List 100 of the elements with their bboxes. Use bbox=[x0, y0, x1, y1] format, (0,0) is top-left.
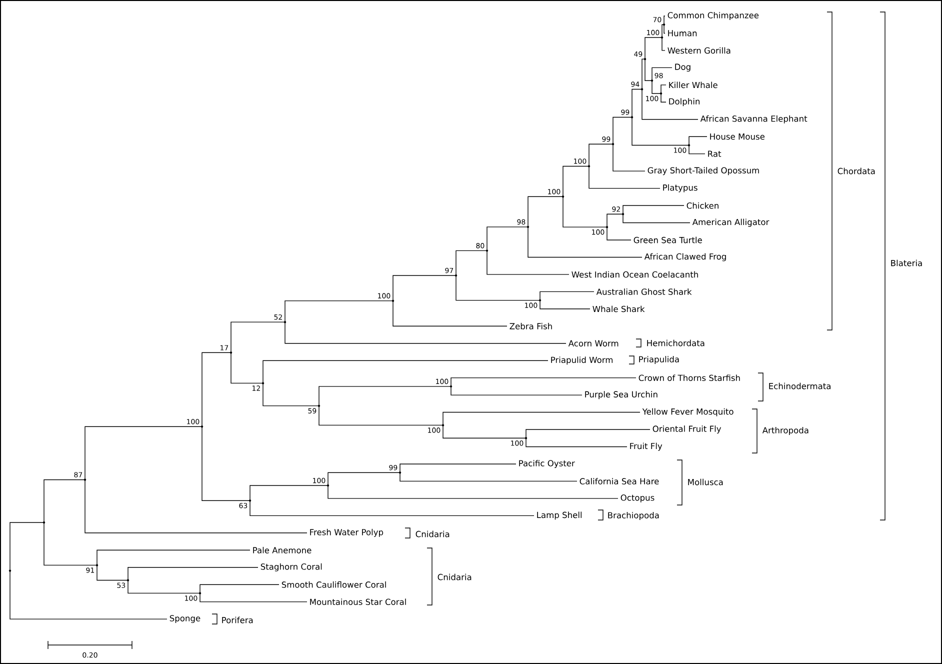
branch-point bbox=[326, 484, 330, 487]
clade-label: Mollusca bbox=[688, 478, 723, 486]
branch bbox=[10, 570, 168, 620]
branch-point bbox=[612, 143, 614, 146]
branch bbox=[606, 226, 632, 240]
branch-point bbox=[8, 570, 12, 572]
branch bbox=[318, 405, 444, 426]
taxon-label: Dolphin bbox=[669, 98, 700, 106]
branch-point bbox=[640, 88, 644, 90]
clade-label: Blateria bbox=[891, 260, 922, 266]
branch bbox=[128, 567, 258, 581]
branch bbox=[400, 472, 578, 482]
branch bbox=[450, 377, 636, 387]
clade-label: Chordata bbox=[838, 168, 875, 174]
branch bbox=[642, 88, 698, 120]
branch bbox=[562, 196, 608, 228]
branch-point bbox=[200, 426, 204, 428]
branch bbox=[612, 116, 632, 144]
branch bbox=[284, 300, 394, 322]
branch bbox=[250, 500, 534, 516]
branch bbox=[318, 386, 452, 406]
taxon-label: Octopus bbox=[620, 494, 654, 502]
branch bbox=[562, 166, 590, 197]
branch-point bbox=[486, 250, 488, 252]
branch-point bbox=[630, 116, 634, 118]
branch-point bbox=[524, 437, 528, 440]
taxon-label: House Mouse bbox=[710, 134, 764, 140]
branch bbox=[400, 464, 516, 473]
taxon-label: Platypus bbox=[663, 184, 698, 192]
branch bbox=[528, 196, 564, 228]
taxon-label: Sponge bbox=[170, 615, 200, 623]
branch bbox=[664, 24, 666, 34]
branch bbox=[44, 522, 98, 566]
branch-point bbox=[660, 36, 664, 39]
taxon-label: Chicken bbox=[686, 202, 718, 209]
taxon-label: Oriental Fruit Fly bbox=[652, 426, 722, 434]
branch bbox=[486, 226, 528, 252]
taxon-label: Zebra Fish bbox=[510, 322, 552, 330]
taxon-label: Human bbox=[668, 30, 697, 36]
clade-label: Cnidaria bbox=[438, 574, 472, 580]
clade-label: Cnidaria bbox=[416, 530, 450, 538]
branch-point bbox=[284, 320, 286, 324]
branch bbox=[652, 80, 662, 94]
taxon-label: Crown of Thorns Starfish bbox=[638, 374, 740, 382]
branch-point bbox=[660, 92, 662, 95]
clade-label: Arthropoda bbox=[762, 426, 808, 435]
branch bbox=[644, 37, 662, 60]
branch bbox=[526, 438, 628, 448]
taxon-label: Whale Shark bbox=[592, 306, 645, 312]
branch bbox=[442, 424, 526, 438]
taxon-label: Green Sea Turtle bbox=[634, 236, 702, 244]
taxon-label: African Savanna Elephant bbox=[700, 115, 808, 124]
clade-label: Priapulida bbox=[639, 356, 679, 364]
taxon-label: Australian Ghost Shark bbox=[596, 288, 692, 295]
taxon-label: California Sea Hare bbox=[580, 478, 659, 484]
clade-label: Echinodermata bbox=[769, 382, 830, 390]
branch-point bbox=[526, 226, 530, 228]
branch bbox=[328, 472, 400, 486]
branch bbox=[84, 479, 308, 534]
branch bbox=[84, 426, 202, 480]
branch bbox=[486, 250, 570, 275]
taxon-label: Gray Short-Tailed Opossum bbox=[648, 167, 759, 176]
taxon-label: Yellow Fever Mosquito bbox=[642, 408, 734, 416]
branch bbox=[128, 580, 200, 594]
branch-point bbox=[454, 274, 458, 277]
branch bbox=[540, 300, 590, 310]
branch-point bbox=[562, 196, 564, 198]
branch bbox=[632, 88, 642, 118]
branch bbox=[662, 37, 666, 51]
branch bbox=[456, 250, 488, 276]
taxon-label: Western Gorilla bbox=[668, 47, 730, 54]
branch bbox=[622, 214, 690, 224]
branch bbox=[442, 412, 640, 426]
taxon-label: African Clawed Frog bbox=[644, 253, 726, 262]
taxon-label: Acorn Worm bbox=[568, 340, 618, 346]
branch bbox=[662, 24, 664, 38]
branch-point bbox=[644, 58, 646, 60]
taxon-label: Killer Whale bbox=[669, 82, 718, 88]
branch bbox=[526, 429, 650, 438]
branch-point bbox=[606, 226, 608, 228]
branch bbox=[660, 93, 666, 102]
branch-point bbox=[398, 472, 402, 474]
branch bbox=[644, 58, 652, 81]
branch bbox=[44, 479, 86, 523]
branch bbox=[96, 564, 128, 581]
branch-point bbox=[198, 592, 202, 594]
branch-point bbox=[588, 165, 590, 168]
taxon-label: American Alligator bbox=[692, 218, 770, 227]
branch bbox=[328, 485, 618, 499]
taxon-label: Pacific Oyster bbox=[519, 460, 575, 468]
branch-point bbox=[538, 299, 542, 302]
taxon-label: Lamp Shell bbox=[537, 512, 582, 520]
taxon-label: Staghorn Coral bbox=[260, 563, 322, 572]
taxon-label: West Indian Ocean Coelacanth bbox=[572, 271, 698, 278]
clade-label: Hemichordata bbox=[647, 340, 704, 346]
branch-point bbox=[126, 579, 130, 582]
branch-point bbox=[230, 352, 232, 354]
branch bbox=[230, 322, 286, 353]
branch bbox=[612, 144, 646, 172]
branch bbox=[652, 67, 672, 81]
